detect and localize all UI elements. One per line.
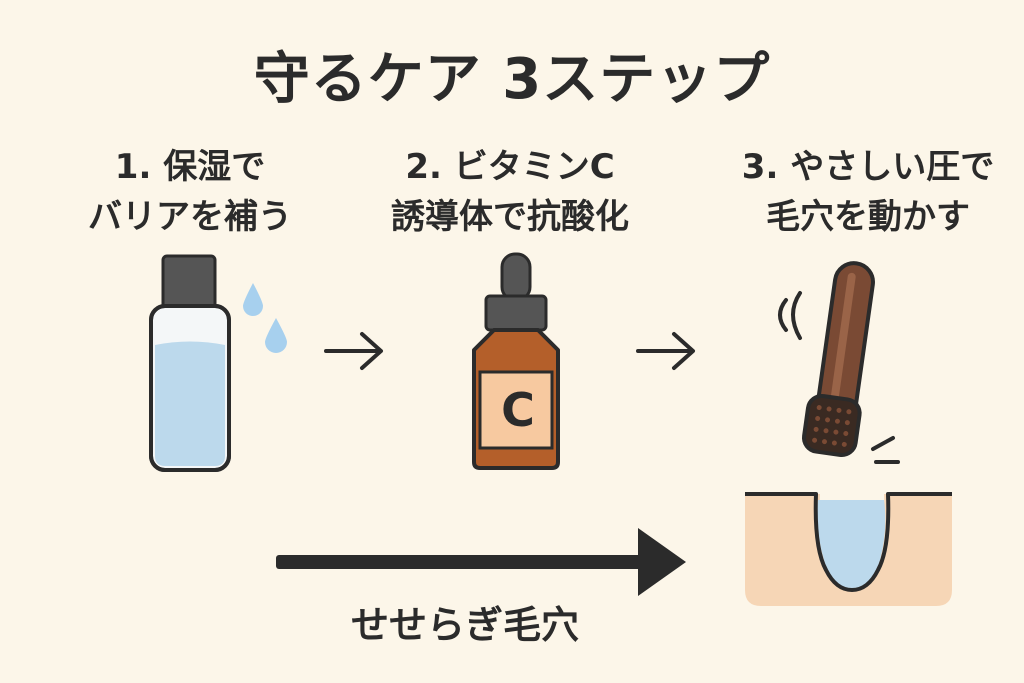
motion-lines — [871, 436, 900, 464]
step-1-line-1: 1. 保湿で — [114, 147, 266, 187]
bottle-icon — [149, 254, 231, 472]
caption: せせらぎ毛穴 — [350, 603, 579, 647]
water-drop-icon — [243, 283, 287, 353]
step-3-line-1: 3. やさしい圧で — [741, 147, 995, 187]
step-2-line-1: 2. ビタミンC — [405, 147, 615, 187]
serum-dropper-icon — [472, 252, 560, 470]
arrow-right-icon — [324, 332, 383, 370]
step-1-line-2: バリアを補う — [88, 197, 292, 237]
step-2-label: 2. ビタミンC 誘導体で抗酸化 — [360, 142, 660, 242]
step-2-line-2: 誘導体で抗酸化 — [391, 197, 629, 237]
arrow-right-icon — [636, 332, 695, 370]
step-3-label: 3. やさしい圧で 毛穴を動かす — [718, 142, 1018, 242]
step-1-label: 1. 保湿で バリアを補う — [40, 142, 340, 242]
vibration-icon — [778, 291, 802, 340]
serum-label-letter: C — [501, 383, 535, 437]
brush-icon — [801, 261, 875, 458]
step-3-line-2: 毛穴を動かす — [766, 197, 970, 237]
progress-arrow — [276, 528, 686, 596]
page-title: 守るケア 3ステップ — [253, 47, 771, 112]
pore-icon — [745, 492, 952, 606]
